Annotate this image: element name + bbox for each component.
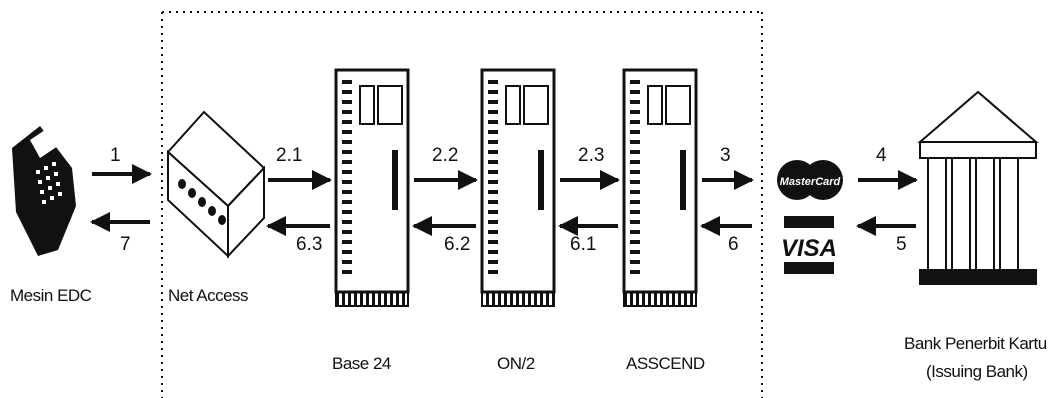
on2-label: ON/2: [497, 354, 535, 374]
step-label-6-2: 6.2: [444, 234, 470, 256]
step-label-7: 7: [120, 234, 131, 256]
net-access-label: Net Access: [168, 286, 248, 306]
bank-label-line1: Bank Penerbit Kartu: [904, 334, 1047, 354]
edc-label: Mesin EDC: [10, 286, 91, 306]
base24-label: Base 24: [332, 354, 391, 374]
base24-server-icon: [243, 70, 453, 306]
asscend-label: ASSCEND: [626, 354, 705, 374]
step-label-6-1: 6.1: [570, 234, 596, 256]
step-label-2-2: 2.2: [432, 145, 458, 167]
step-label-6: 6: [728, 234, 739, 256]
bank-label-line2: (Issuing Bank): [926, 362, 1028, 382]
bank-building-icon: [920, 92, 1036, 284]
mastercard-logo: MasterCard: [777, 160, 843, 200]
asscend-server-icon: [624, 70, 696, 306]
visa-logo-text: VISA: [781, 235, 837, 262]
step-label-3: 3: [720, 145, 731, 167]
visa-logo: VISA: [781, 216, 837, 274]
step-label-2-1: 2.1: [276, 145, 302, 167]
on2-server-icon: [482, 70, 554, 306]
step-label-5: 5: [896, 234, 907, 256]
mastercard-logo-text: MasterCard: [780, 176, 841, 188]
step-label-6-3: 6.3: [296, 234, 322, 256]
step-label-2-3: 2.3: [578, 145, 604, 167]
step-label-1: 1: [110, 145, 121, 167]
step-label-4: 4: [876, 145, 887, 167]
edc-terminal-icon: [12, 126, 76, 256]
